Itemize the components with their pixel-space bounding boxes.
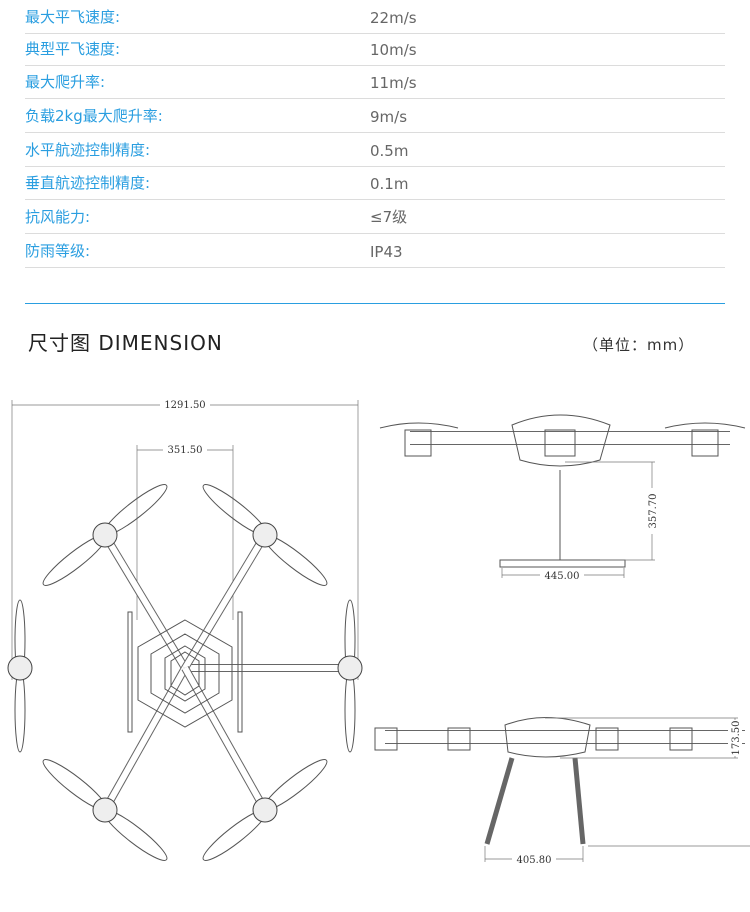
spec-label: 垂直航迹控制精度: bbox=[25, 174, 151, 192]
top-view-drawing: 1291.50 351.50 bbox=[7, 398, 363, 861]
spec-row: 负载2kg最大爬升率: 9m/s bbox=[25, 99, 725, 133]
spec-row: 抗风能力: ≤7级 bbox=[25, 200, 725, 234]
spec-label: 防雨等级: bbox=[25, 242, 91, 260]
spec-label: 水平航迹控制精度: bbox=[25, 141, 151, 159]
section-divider bbox=[25, 303, 725, 304]
spec-row: 最大爬升率: 11m/s bbox=[25, 65, 725, 99]
spec-value: 10m/s bbox=[370, 41, 417, 59]
spec-row: 防雨等级: IP43 bbox=[25, 234, 725, 268]
side-height-label: 357.70 bbox=[648, 494, 659, 529]
spec-label: 最大平飞速度: bbox=[25, 8, 121, 26]
spec-value: 11m/s bbox=[370, 74, 417, 92]
spec-value: 9m/s bbox=[370, 108, 408, 126]
spec-value: IP43 bbox=[370, 243, 403, 261]
spec-label: 负载2kg最大爬升率: bbox=[25, 107, 163, 125]
spec-label: 最大爬升率: bbox=[25, 73, 106, 91]
spec-row: 水平航迹控制精度: 0.5m bbox=[25, 133, 725, 167]
front-view-drawing: 173.50 405.80 bbox=[374, 717, 750, 866]
leg-span-label: 405.80 bbox=[517, 855, 552, 866]
base-width-label: 445.00 bbox=[545, 571, 580, 582]
front-height-label: 173.50 bbox=[731, 721, 742, 756]
spec-row: 垂直航迹控制精度: 0.1m bbox=[25, 166, 725, 200]
dimension-drawing: 1291.50 351.50 bbox=[7, 398, 750, 866]
spec-value: 0.5m bbox=[370, 142, 409, 160]
spec-label: 抗风能力: bbox=[25, 208, 91, 226]
spec-value: 22m/s bbox=[370, 9, 417, 27]
unit-label: （单位：mm） bbox=[583, 336, 695, 354]
spec-value: ≤7级 bbox=[370, 208, 408, 226]
spec-row: 最大平飞速度: 22m/s bbox=[25, 0, 725, 34]
overall-width-label: 1291.50 bbox=[164, 400, 205, 411]
side-view-drawing: 357.70 445.00 bbox=[379, 414, 746, 582]
spec-row: 典型平飞速度: 10m/s bbox=[25, 32, 725, 66]
section-title: 尺寸图 DIMENSION bbox=[28, 331, 223, 355]
body-width-label: 351.50 bbox=[168, 445, 203, 456]
spec-value: 0.1m bbox=[370, 175, 409, 193]
spec-label: 典型平飞速度: bbox=[25, 40, 121, 58]
